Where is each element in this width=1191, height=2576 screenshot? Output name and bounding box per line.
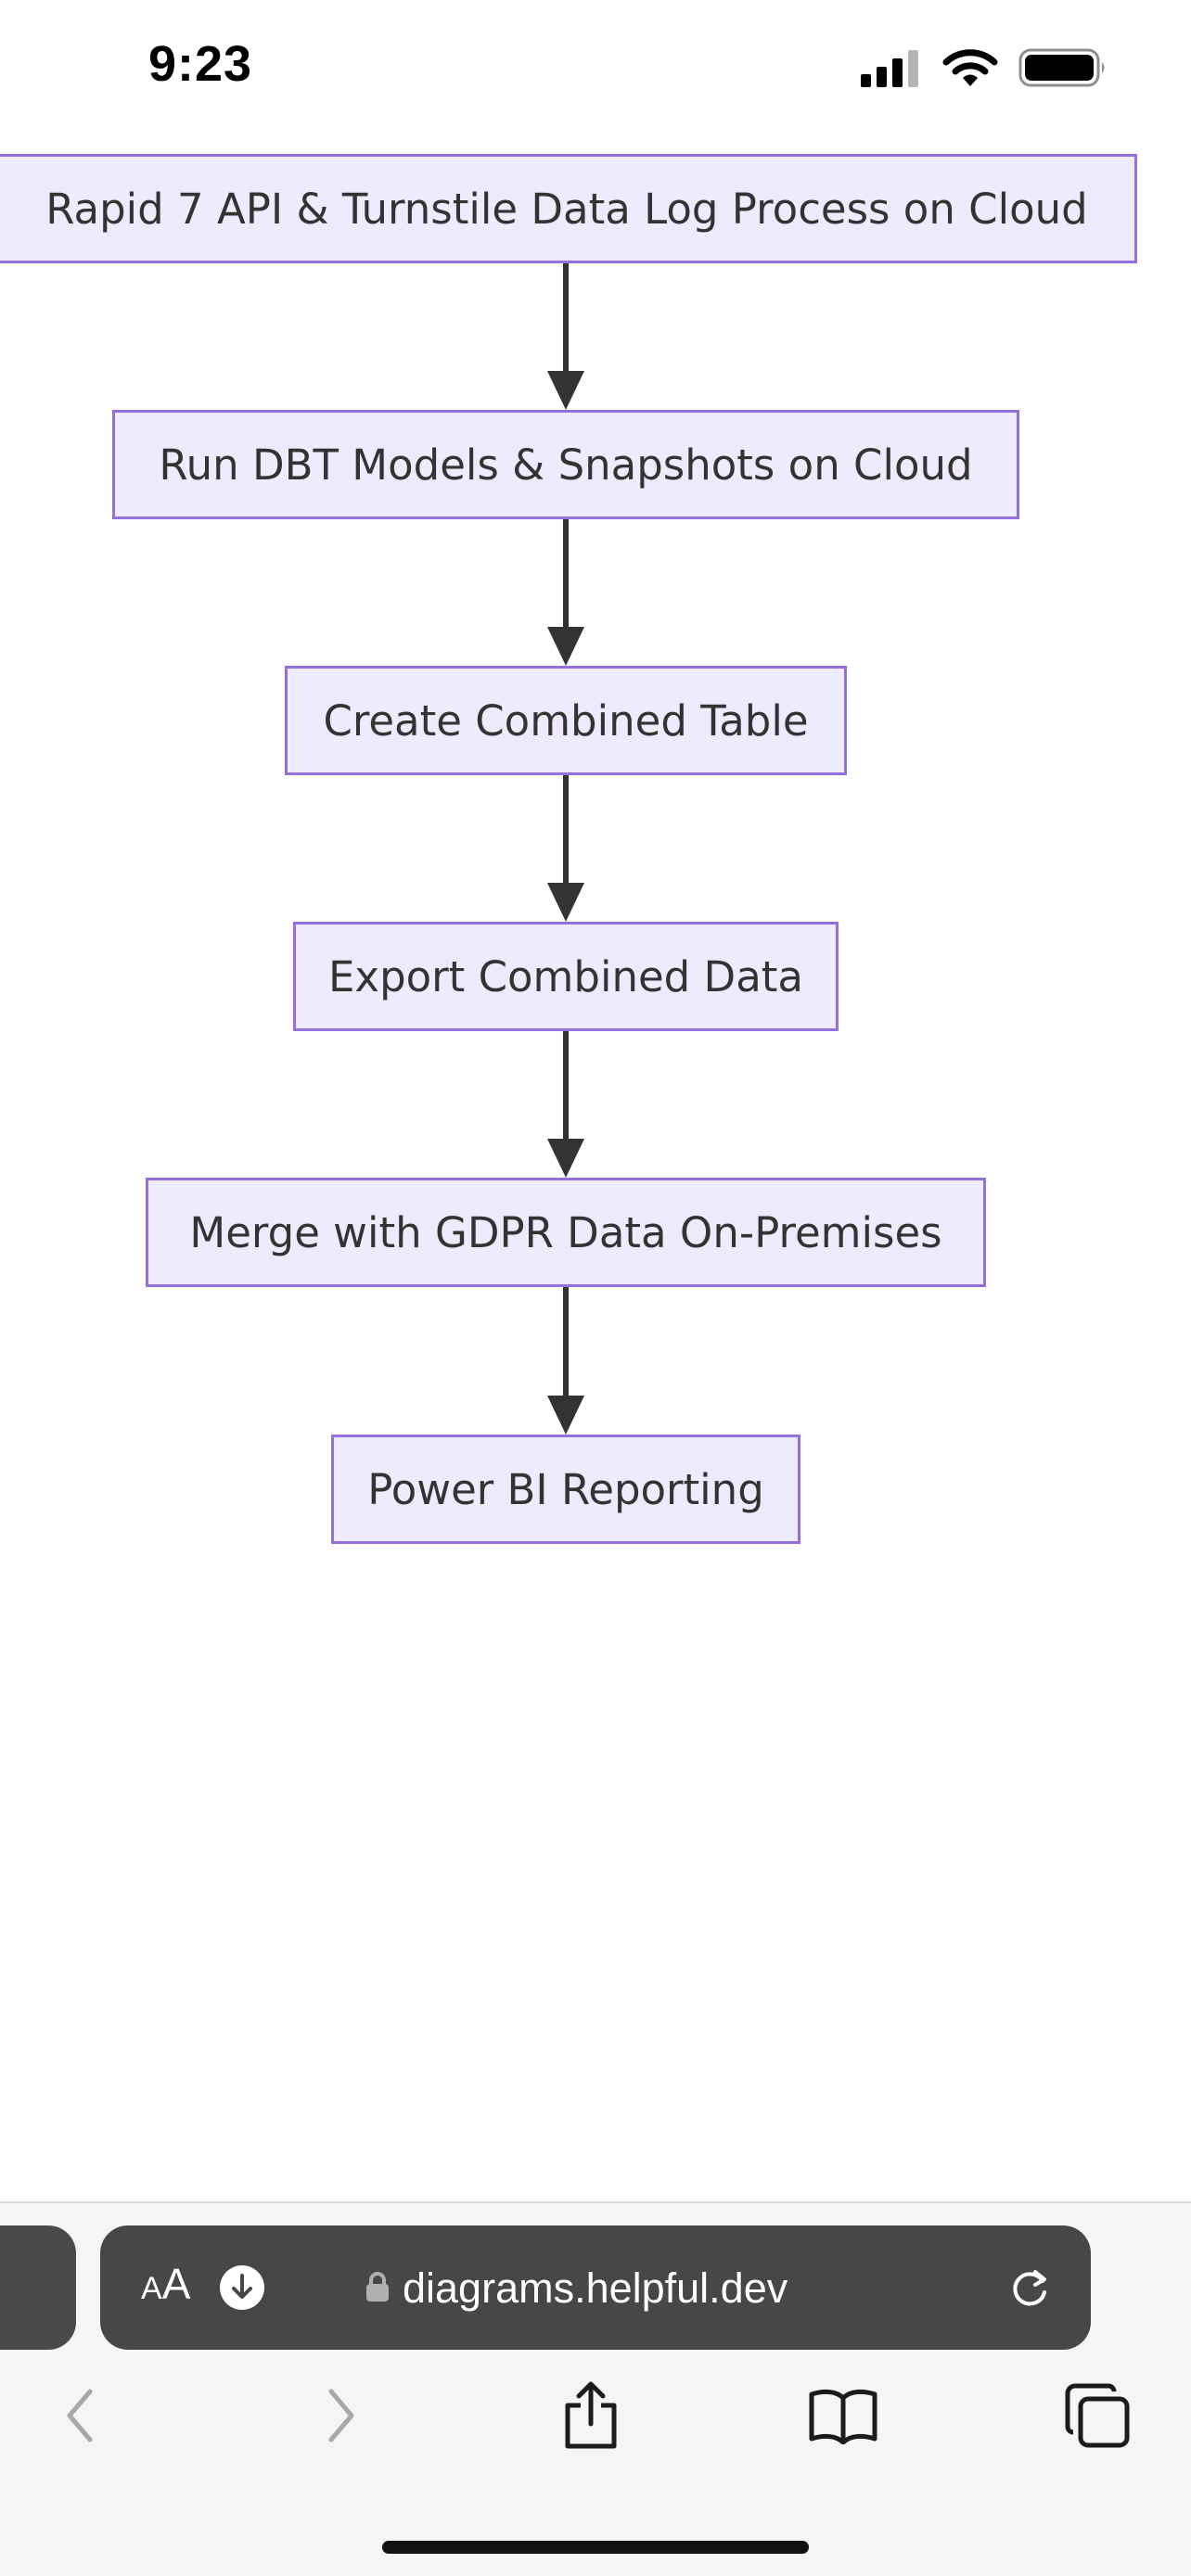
book-icon xyxy=(808,2387,878,2448)
back-button[interactable] xyxy=(39,2376,122,2459)
chevron-right-icon xyxy=(322,2388,359,2447)
cellular-signal-icon xyxy=(859,48,922,91)
aa-big-glyph: A xyxy=(161,2260,191,2308)
previous-tab-preview[interactable] xyxy=(0,2225,76,2350)
reload-icon[interactable] xyxy=(1007,2264,1054,2311)
status-time: 9:23 xyxy=(148,36,253,92)
node-rapid7-api-turnstile: Rapid 7 API & Turnstile Data Log Process… xyxy=(0,154,1137,263)
bookmarks-button[interactable] xyxy=(801,2376,885,2459)
battery-icon xyxy=(1018,47,1108,92)
arrowhead-5-6 xyxy=(547,1396,584,1435)
status-bar: 9:23 xyxy=(0,0,1191,139)
url-text: diagrams.helpful.dev xyxy=(403,2264,788,2312)
forward-button[interactable] xyxy=(299,2376,382,2459)
arrowhead-2-3 xyxy=(547,627,584,666)
arrowhead-4-5 xyxy=(547,1139,584,1178)
lock-icon xyxy=(365,2271,390,2306)
share-button[interactable] xyxy=(549,2376,633,2459)
page-settings-button[interactable]: A A xyxy=(141,2259,190,2315)
node-export-combined-data: Export Combined Data xyxy=(293,922,839,1031)
flowchart: Rapid 7 API & Turnstile Data Log Process… xyxy=(0,154,1137,1544)
aa-small-glyph: A xyxy=(141,2271,162,2306)
flowchart-connectors xyxy=(547,263,584,1435)
node-merge-gdpr-data: Merge with GDPR Data On-Premises xyxy=(146,1178,986,1287)
node-create-combined-table: Create Combined Table xyxy=(285,666,847,775)
arrowhead-3-4 xyxy=(547,883,584,922)
node-power-bi-reporting: Power BI Reporting xyxy=(331,1435,800,1544)
wifi-icon xyxy=(942,47,998,92)
tabs-icon xyxy=(1064,2382,1131,2453)
status-icons xyxy=(859,45,1108,95)
browser-bottom-bar: A A diagrams.helpful.dev xyxy=(0,2201,1191,2576)
chevron-left-icon xyxy=(62,2388,99,2447)
url-display[interactable]: diagrams.helpful.dev xyxy=(365,2261,788,2316)
download-icon[interactable] xyxy=(219,2264,265,2311)
node-run-dbt-models: Run DBT Models & Snapshots on Cloud xyxy=(112,410,1019,519)
home-indicator xyxy=(382,2541,809,2554)
arrowhead-1-2 xyxy=(547,371,584,410)
address-bar[interactable]: A A diagrams.helpful.dev xyxy=(100,2225,1091,2350)
share-icon xyxy=(562,2381,620,2454)
tabs-button[interactable] xyxy=(1056,2376,1139,2459)
